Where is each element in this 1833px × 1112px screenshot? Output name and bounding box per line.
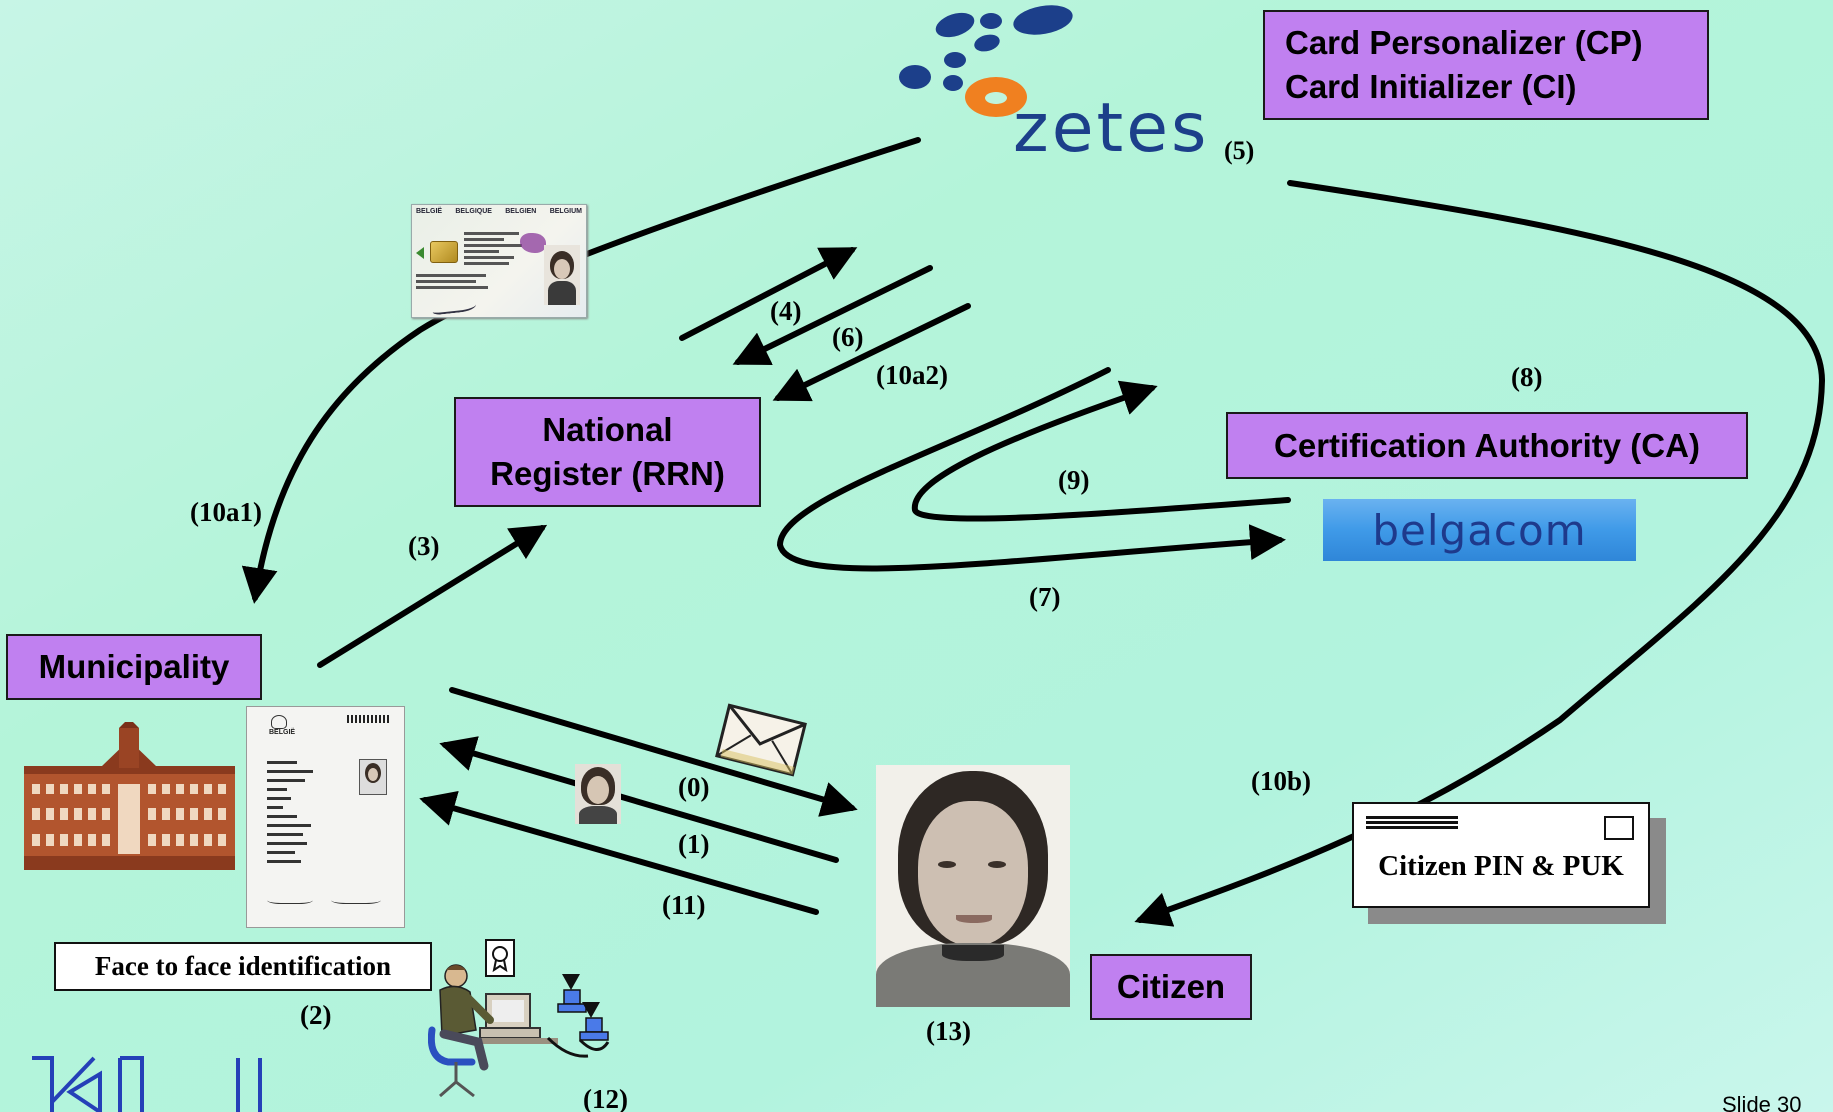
arrow-6 <box>732 265 933 365</box>
form-country-label: BELGIË <box>269 729 296 736</box>
step-label-2: (2) <box>300 1000 332 1030</box>
step-label-7: (7) <box>1029 582 1061 612</box>
step-label-8: (8) <box>1511 362 1543 392</box>
arrow-10a1 <box>241 137 921 604</box>
step-label-11: (11) <box>662 890 706 920</box>
id-card-header: BELGIË BELGIQUE BELGIEN BELGIUM <box>412 205 586 215</box>
id-card-map-icon <box>520 233 546 253</box>
step-label-13: (13) <box>926 1016 971 1046</box>
ku-logo-icon <box>32 1056 262 1112</box>
citizen-label: Citizen <box>1116 968 1226 1005</box>
zetes-wordmark: zetes <box>1013 89 1210 168</box>
id-card-photo <box>544 245 580 305</box>
id-card-country-de: BELGIEN <box>505 208 537 215</box>
id-card-triangle-icon <box>416 247 424 259</box>
form-photo <box>359 759 387 795</box>
zetes-logo: zetes <box>895 5 1235 175</box>
zetes-dots-icon <box>899 5 1073 117</box>
belgian-id-card: BELGIË BELGIQUE BELGIEN BELGIUM <box>411 204 587 318</box>
step-label-5: (5) <box>1224 136 1255 165</box>
id-card-text-lines-bottom <box>416 271 496 292</box>
ku-logo <box>30 1052 270 1112</box>
form-signature-citizen-icon <box>267 891 313 904</box>
arrow-7 <box>776 367 1286 572</box>
step-label-3: (3) <box>408 531 440 561</box>
belgacom-logo: belgacom <box>1323 499 1636 561</box>
arrow-0 <box>449 687 858 817</box>
arrow-3 <box>317 524 548 668</box>
step-label-12: (12) <box>583 1084 628 1112</box>
rrn-label-line2: Register (RRN) <box>490 455 725 492</box>
form-signature-official-icon <box>331 891 381 904</box>
id-card-text-lines <box>464 229 524 268</box>
card-personalizer-box: Card Personalizer (CP) Card Initializer … <box>1263 10 1709 120</box>
registration-form-document: BELGIË <box>246 706 405 928</box>
citizen-box: Citizen <box>1090 954 1252 1020</box>
pin-puk-address-lines <box>1366 816 1458 830</box>
ci-label: Card Initializer (CI) <box>1285 68 1577 105</box>
arrow-10a2 <box>772 303 971 402</box>
id-card-country-en: BELGIUM <box>549 208 582 215</box>
clerk-computer-icon <box>428 939 610 1098</box>
arrow-9 <box>911 380 1291 522</box>
slide-number: Slide 30 <box>1722 1092 1802 1112</box>
municipality-label: Municipality <box>38 648 230 685</box>
arrow-8-10b <box>1134 180 1826 927</box>
arrow-11 <box>419 790 819 915</box>
belgacom-wordmark: belgacom <box>1372 505 1587 555</box>
id-card-country-fr: BELGIQUE <box>455 208 492 215</box>
pin-puk-label: Citizen PIN & PUK <box>1378 849 1624 882</box>
id-card-chip-icon <box>430 241 458 263</box>
national-register-box: National Register (RRN) <box>454 397 761 507</box>
cp-label: Card Personalizer (CP) <box>1285 24 1643 61</box>
face-to-face-label: Face to face identification <box>94 951 392 981</box>
envelope-icon <box>714 703 807 777</box>
citizen-photo <box>876 765 1070 1007</box>
rrn-label-line1: National <box>542 411 673 448</box>
small-citizen-photo <box>575 764 621 824</box>
clerk-at-computer <box>428 938 628 1104</box>
form-lines <box>267 755 347 869</box>
id-card-signature-icon <box>431 294 477 316</box>
town-hall-building <box>22 722 237 872</box>
step-label-10a2: (10a2) <box>876 360 948 390</box>
pin-puk-stamp-icon <box>1604 816 1634 840</box>
form-crest-icon <box>271 715 287 729</box>
face-to-face-box: Face to face identification <box>54 942 432 991</box>
town-hall-icon <box>24 722 235 870</box>
step-label-10a1: (10a1) <box>190 497 262 527</box>
municipality-box: Municipality <box>6 634 262 700</box>
step-label-4: (4) <box>770 296 802 326</box>
arrow-4 <box>679 247 858 341</box>
step-label-9: (9) <box>1058 465 1090 495</box>
arrow-1 <box>439 736 839 863</box>
step-label-10b: (10b) <box>1251 766 1311 796</box>
form-barcode-icon <box>347 715 391 723</box>
step-label-1: (1) <box>678 829 710 859</box>
step-label-6: (6) <box>832 322 864 352</box>
step-label-0: (0) <box>678 772 710 802</box>
certification-authority-box: Certification Authority (CA) <box>1226 412 1748 479</box>
ca-label: Certification Authority (CA) <box>1274 426 1700 464</box>
pin-puk-letter: Citizen PIN & PUK <box>1352 802 1650 908</box>
id-card-country-nl: BELGIË <box>416 208 443 215</box>
